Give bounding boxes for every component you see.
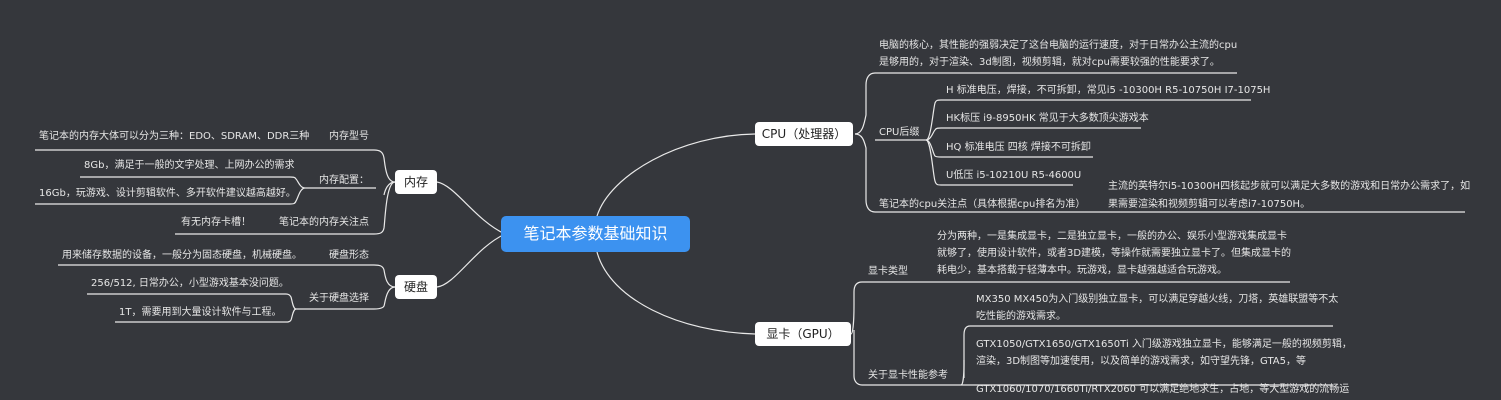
root-node[interactable]: 笔记本参数基础知识 — [501, 216, 690, 252]
gpu-perf-b-line2: 渲染，3D制图等加速使用，以及简单的游戏需求，如守望先锋，GTA5，等 — [976, 356, 1306, 367]
cpu-suffix-h: H 标准电压，焊接，不可拆卸，常见i5 -10300H R5-10750H I7… — [946, 85, 1271, 96]
cpu-focus-line1: 主流的英特尔i5-10300H四核起步就可以满足大多数的游戏和日常办公需求了，如 — [1108, 181, 1471, 192]
gpu-node[interactable]: 显卡（GPU） — [755, 322, 851, 346]
memory-config-8gb: 8Gb，满足于一般的文字处理、上网办公的需求 — [84, 160, 295, 171]
cpu-suffix-u: U低压 i5-10210U R5-4600U — [946, 170, 1082, 181]
cpu-focus-line2: 果需要渲染和视频剪辑可以考虑i7-10750H。 — [1108, 199, 1311, 210]
gpu-perf-a-line2: 吃性能的游戏需求。 — [976, 311, 1066, 322]
gpu-perf-label[interactable]: 关于显卡性能参考 — [868, 370, 948, 381]
memory-config-16gb: 16Gb，玩游戏、设计剪辑软件、多开软件建议越高越好。 — [39, 188, 296, 199]
memory-config-label[interactable]: 内存配置： — [319, 175, 369, 186]
disk-choice-label[interactable]: 关于硬盘选择 — [309, 293, 369, 304]
gpu-type-line2: 就够了，使用设计软件，或者3D建模，等操作就需要独立显卡了。但集成显卡的 — [937, 248, 1292, 259]
cpu-intro-line2: 是够用的，对于渲染、3d制图，视频剪辑，就对cpu需要较强的性能要求了。 — [879, 57, 1220, 68]
disk-form-text: 用来储存数据的设备，一般分为固态硬盘，机械硬盘。 — [62, 250, 302, 261]
gpu-type-line1: 分为两种，一是集成显卡，二是独立显卡，一般的办公、娱乐小型游戏集成显卡 — [937, 231, 1287, 242]
memory-focus-text: 有无内存卡槽！ — [181, 217, 251, 228]
cpu-node[interactable]: CPU（处理器） — [755, 122, 853, 146]
disk-form-label[interactable]: 硬盘形态 — [329, 250, 369, 261]
cpu-suffix-label[interactable]: CPU后缀 — [879, 127, 920, 138]
memory-focus-label[interactable]: 笔记本的内存关注点 — [279, 217, 369, 228]
gpu-type-label[interactable]: 显卡类型 — [868, 266, 908, 277]
cpu-suffix-hq: HQ 标准电压 四核 焊接不可拆卸 — [946, 142, 1091, 153]
disk-choice-1t: 1T，需要用到大量设计软件与工程。 — [119, 307, 282, 318]
gpu-perf-c-line1: GTX1060/1070/1660Ti/RTX2060 可以满足绝地求生，占地，… — [976, 384, 1350, 395]
cpu-focus-label[interactable]: 笔记本的cpu关注点（具体根据cpu排名为准） — [879, 199, 1086, 210]
memory-node[interactable]: 内存 — [395, 170, 437, 194]
cpu-suffix-hk: HK标压 i9-8950HK 常见于大多数顶尖游戏本 — [946, 113, 1149, 124]
memory-type-text: 笔记本的内存大体可以分为三种：EDO、SDRAM、DDR三种 — [39, 131, 310, 142]
cpu-intro-line1: 电脑的核心，其性能的强弱决定了这台电脑的运行速度，对于日常办公主流的cpu — [879, 40, 1238, 51]
disk-node[interactable]: 硬盘 — [395, 275, 437, 299]
disk-choice-256: 256/512, 日常办公，小型游戏基本没问题。 — [91, 278, 289, 289]
gpu-type-line3: 耗电少，基本搭载于轻薄本中。玩游戏，显卡越强越适合玩游戏。 — [937, 265, 1227, 276]
gpu-perf-b-line1: GTX1050/GTX1650/GTX1650Ti 入门级游戏独立显卡，能够满足… — [976, 339, 1352, 350]
gpu-perf-a-line1: MX350 MX450为入门级别独立显卡，可以满足穿越火线，刀塔，英雄联盟等不太 — [976, 294, 1339, 305]
memory-type-label[interactable]: 内存型号 — [329, 131, 369, 142]
